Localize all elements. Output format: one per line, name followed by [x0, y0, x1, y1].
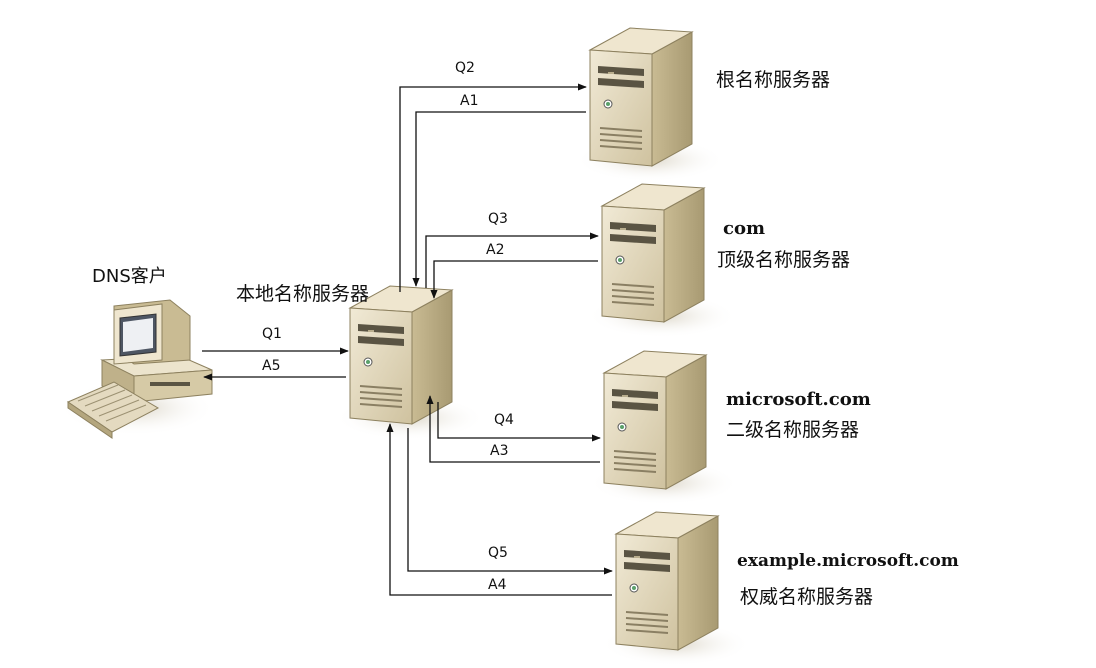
- microsoft-server-name: microsoft.com: [726, 389, 871, 410]
- example-server-icon: [600, 511, 752, 667]
- client-computer-icon: [59, 299, 215, 439]
- msg-a4: A4: [488, 577, 507, 593]
- msg-a5: A5: [262, 358, 280, 374]
- local-server-label: 本地名称服务器: [236, 283, 370, 305]
- arrow-a3: [426, 395, 600, 463]
- msg-q3: Q3: [488, 211, 508, 227]
- msg-a3: A3: [490, 443, 508, 459]
- local-server-icon: [334, 285, 486, 441]
- root-server-label: 根名称服务器: [716, 69, 831, 91]
- msg-a1: A1: [460, 93, 478, 109]
- arrow-a1: [412, 111, 586, 287]
- arrow-q2: [399, 83, 587, 292]
- arrow-a2: [430, 260, 598, 299]
- example-server-name: example.microsoft.com: [737, 551, 959, 571]
- msg-q2: Q2: [455, 60, 475, 76]
- microsoft-server-icon: [588, 350, 740, 506]
- arrow-q4: [437, 402, 601, 442]
- client-label: DNS客户: [92, 266, 167, 287]
- arrow-a4: [386, 423, 612, 596]
- com-server-label: 顶级名称服务器: [717, 249, 851, 271]
- com-server-name: com: [723, 218, 766, 239]
- msg-a2: A2: [486, 242, 504, 258]
- example-server-label: 权威名称服务器: [740, 586, 874, 608]
- arrow-q3: [425, 232, 599, 288]
- microsoft-server-label: 二级名称服务器: [726, 419, 860, 441]
- msg-q1: Q1: [262, 326, 282, 342]
- com-server-icon: [586, 183, 738, 339]
- arrow-q5: [407, 428, 613, 575]
- msg-q5: Q5: [488, 545, 508, 561]
- msg-q4: Q4: [494, 412, 514, 428]
- root-server-icon: [574, 27, 726, 183]
